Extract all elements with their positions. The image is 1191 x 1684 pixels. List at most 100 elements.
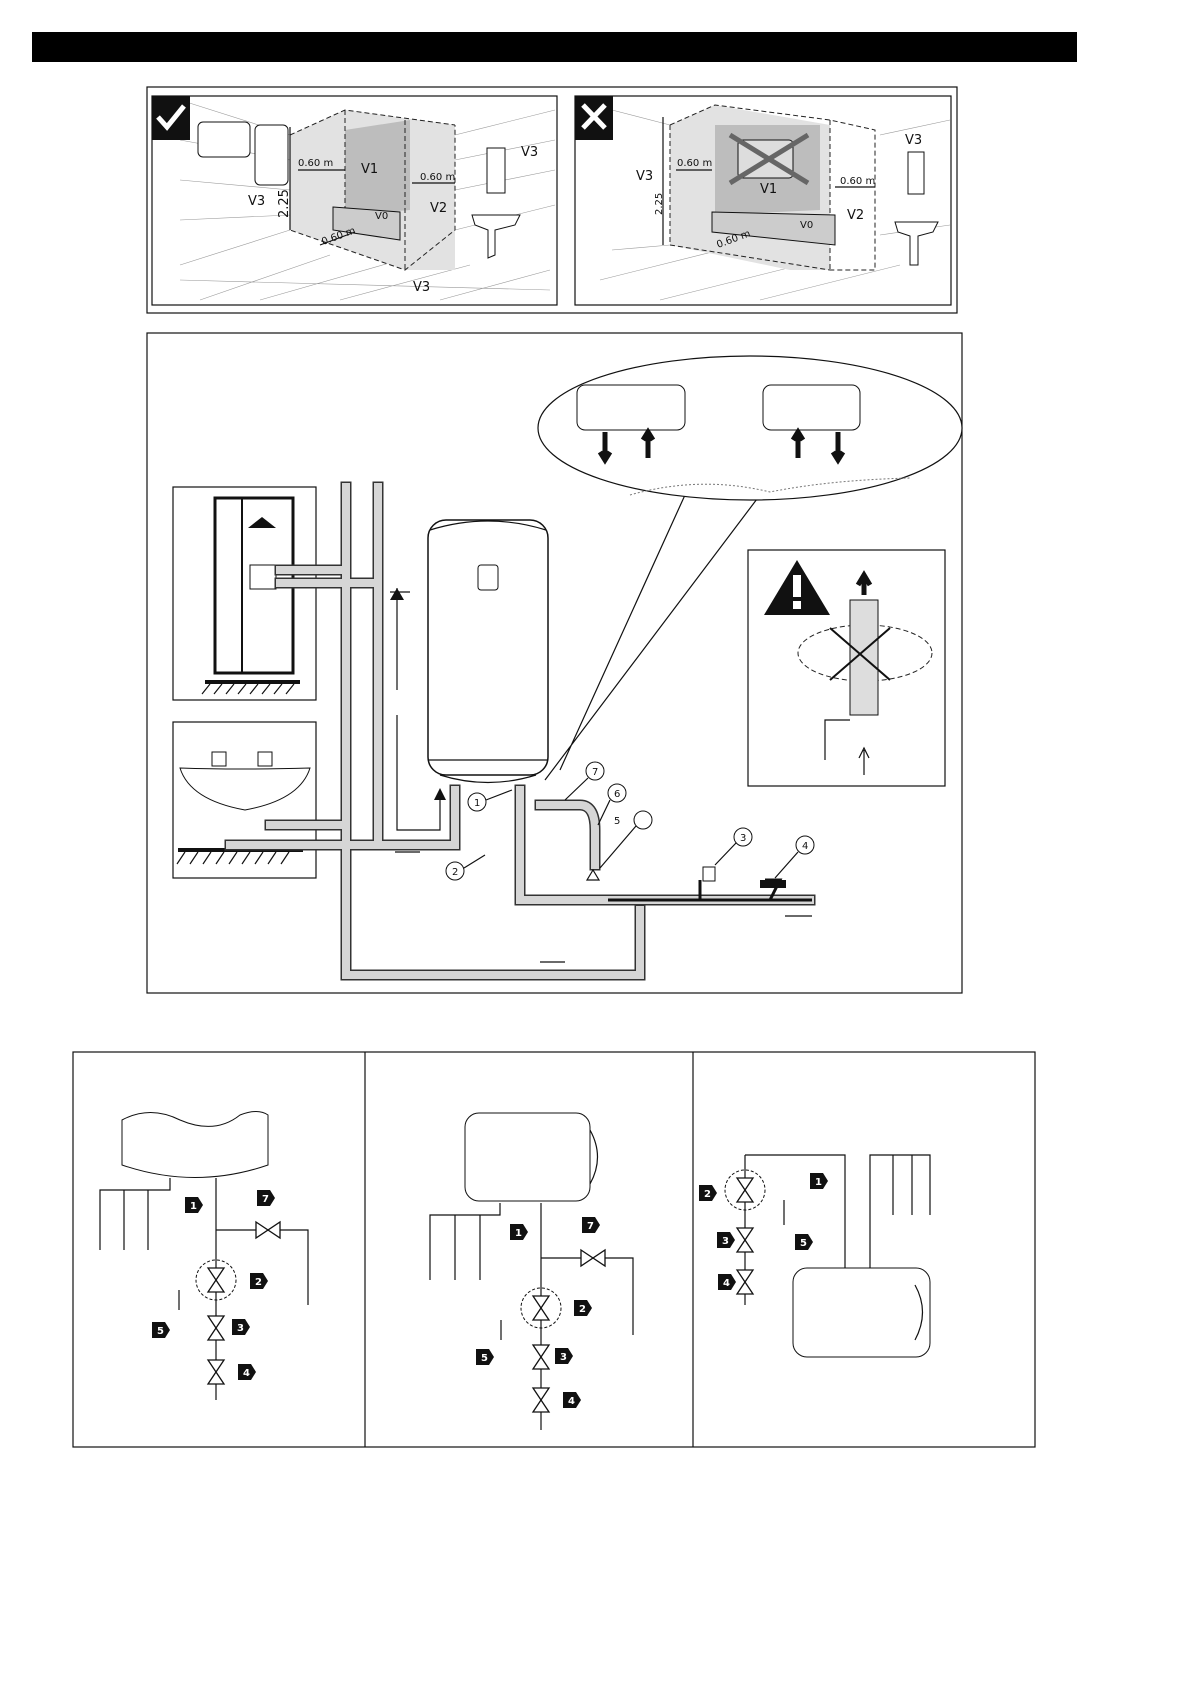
component-tag-number: 4 <box>723 1278 730 1289</box>
horizontal-heater-icon <box>197 121 251 158</box>
valve-symbol <box>580 1248 606 1268</box>
component-tag-number: 4 <box>243 1368 250 1379</box>
component-tag <box>717 1232 735 1248</box>
component-tag-number: 5 <box>481 1353 488 1364</box>
component-tag-number: 5 <box>800 1238 807 1249</box>
safety-group-outline <box>195 1259 237 1301</box>
safety-group-outline <box>724 1169 766 1211</box>
svg-text:V3: V3 <box>636 169 653 184</box>
component-tag-number: 3 <box>560 1352 567 1363</box>
svg-text:V3: V3 <box>905 133 922 148</box>
component-tag <box>810 1173 828 1189</box>
component-tag <box>582 1217 600 1233</box>
component-tag <box>476 1349 494 1365</box>
svg-text:V3: V3 <box>413 280 430 295</box>
forbidden-zone-panel: V3 0.60 m V3 V1 0.60 m 2.25 V0 V2 0.60 m <box>574 95 952 306</box>
valve-symbol <box>531 1295 551 1321</box>
svg-text:1: 1 <box>474 798 480 809</box>
component-tag-number: 5 <box>157 1326 164 1337</box>
shower-cabin-box <box>172 486 317 701</box>
component-tag <box>238 1364 256 1380</box>
safety-group-outline <box>520 1287 562 1329</box>
component-tag <box>563 1392 581 1408</box>
mirror-icon <box>907 151 925 195</box>
component-tag <box>574 1300 592 1316</box>
valve-symbol <box>735 1227 755 1253</box>
valve-symbol <box>206 1315 226 1341</box>
svg-text:0.60 m: 0.60 m <box>677 158 712 169</box>
component-tag <box>510 1224 528 1240</box>
svg-text:7: 7 <box>592 767 598 778</box>
svg-text:4: 4 <box>802 841 808 852</box>
component-tag <box>232 1319 250 1335</box>
zones-frame <box>146 86 958 314</box>
svg-text:V1: V1 <box>361 162 378 177</box>
svg-text:V0: V0 <box>375 211 388 222</box>
mirror-icon <box>486 147 506 194</box>
svg-text:V3: V3 <box>521 145 538 160</box>
washbasin-icon <box>179 767 311 811</box>
installation-diagram: 1 7 6 5 2 3 4 <box>146 332 963 994</box>
allowed-zone-panel: 0.60 m V1 0.60 m V3 2.25 V0 V2 0.60 m V3… <box>151 95 558 306</box>
valve-symbol <box>206 1267 226 1293</box>
svg-text:2: 2 <box>452 867 458 878</box>
component-tag-number: 7 <box>587 1221 594 1232</box>
valve-symbol <box>531 1387 551 1413</box>
shutoff-valve-icon <box>760 880 786 888</box>
valve-symbol <box>531 1344 551 1370</box>
component-tag-number: 7 <box>262 1194 269 1205</box>
svg-text:3: 3 <box>740 833 746 844</box>
washbasin-icon <box>471 214 521 259</box>
component-tag-number: 3 <box>722 1236 729 1247</box>
valve-symbol <box>255 1220 281 1240</box>
callouts: 1 7 6 5 2 3 4 <box>445 761 815 881</box>
thermostat-dial-icon <box>477 564 499 591</box>
tank-horizontal-schematic <box>464 1112 591 1202</box>
schematics-frame <box>72 1051 1036 1448</box>
warning-box <box>747 549 946 787</box>
vertical-water-heater <box>427 519 549 776</box>
component-tag <box>257 1190 275 1206</box>
svg-text:V3: V3 <box>248 194 265 209</box>
cross-mark-icon <box>829 627 891 681</box>
vertical-heater-icon <box>254 124 289 186</box>
svg-text:6: 6 <box>614 789 620 800</box>
svg-text:0.60 m: 0.60 m <box>420 172 455 183</box>
heater-right-connection-icon <box>762 384 861 431</box>
svg-text:0.60 m: 0.60 m <box>840 176 875 187</box>
svg-text:5: 5 <box>614 816 620 827</box>
header-bar <box>32 32 1077 62</box>
safety-valve-icon <box>702 866 716 882</box>
tank-horizontal-below-schematic <box>792 1267 931 1358</box>
component-tag-number: 2 <box>255 1277 262 1288</box>
svg-text:V1: V1 <box>760 182 777 197</box>
drain-funnel-icon <box>585 868 601 881</box>
washbasin-box <box>172 721 317 879</box>
component-tag-number: 2 <box>704 1189 711 1200</box>
component-tag-number: 3 <box>237 1323 244 1334</box>
washbasin-icon <box>894 221 939 266</box>
component-tag <box>699 1185 717 1201</box>
component-tag-number: 1 <box>515 1228 522 1239</box>
valve-symbol <box>206 1359 226 1385</box>
valve-symbol <box>735 1177 755 1203</box>
component-tag-number: 1 <box>190 1201 197 1212</box>
svg-text:V2: V2 <box>430 201 447 216</box>
svg-text:V2: V2 <box>847 208 864 223</box>
component-tag-number: 2 <box>579 1304 586 1315</box>
shower-head-icon <box>248 517 276 528</box>
component-tag-number: 1 <box>815 1177 822 1188</box>
valve-symbol <box>735 1269 755 1295</box>
component-tag <box>250 1273 268 1289</box>
component-tag <box>555 1348 573 1364</box>
component-tag-number: 4 <box>568 1396 575 1407</box>
svg-text:2.25: 2.25 <box>277 189 292 218</box>
component-tag <box>718 1274 736 1290</box>
svg-text:0.60 m: 0.60 m <box>298 158 333 169</box>
svg-text:2.25: 2.25 <box>654 193 665 215</box>
heater-left-connection-icon <box>576 384 686 431</box>
tank-vertical-schematic <box>121 1111 269 1178</box>
cross-mark-icon <box>728 132 810 186</box>
component-tag <box>152 1322 170 1338</box>
